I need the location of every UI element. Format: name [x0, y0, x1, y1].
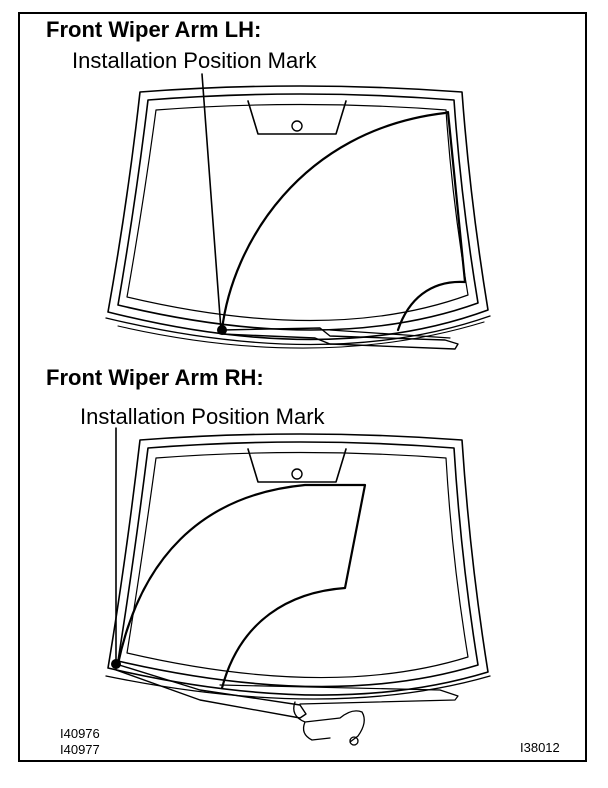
wiped-area-lh — [220, 110, 467, 332]
cowl-lh — [105, 315, 491, 346]
wiper-blade-rh — [219, 684, 459, 705]
installation-mark-rh — [111, 659, 121, 669]
figure-code-1: I40976 — [60, 726, 100, 741]
wiped-area-rh — [116, 483, 367, 690]
mirror-mount-lh — [247, 100, 347, 135]
mirror-button-lh — [291, 120, 303, 132]
mark-pointer-lh — [201, 73, 222, 331]
wiper-arm-lh-body — [221, 327, 459, 350]
figure-id: I38012 — [520, 740, 560, 755]
windshield-lh-glass-edge — [117, 93, 479, 331]
lh-mark-label: Installation Position Mark — [72, 48, 317, 73]
wiper-blade-lh — [329, 329, 451, 339]
installation-mark-lh — [217, 325, 227, 335]
figure-frame — [18, 12, 587, 762]
wiper-pivot-rh — [349, 736, 359, 746]
windshield-lh-inner-edge — [126, 103, 469, 322]
cowl-rh — [105, 675, 491, 700]
windshield-rh-outer-edge — [107, 433, 489, 696]
windshield-lh — [105, 85, 491, 349]
wiper-arm-rh-body — [115, 663, 307, 719]
wiper-linkage-rh — [293, 701, 365, 743]
rh-title: Front Wiper Arm RH: — [46, 365, 264, 390]
windshield-rh — [105, 433, 491, 700]
cowl-lh-lower — [117, 321, 485, 349]
rh-mark-label: Installation Position Mark — [80, 404, 325, 429]
mirror-button-rh — [291, 468, 303, 480]
windshield-lh-outer-edge — [107, 85, 489, 341]
mirror-mount-rh — [247, 448, 347, 483]
lh-title: Front Wiper Arm LH: — [46, 17, 262, 42]
wiper-arm-rh — [115, 663, 459, 746]
wiper-arm-lh — [221, 327, 459, 350]
windshield-rh-glass-edge — [117, 441, 479, 688]
figure-code-2: I40977 — [60, 742, 100, 757]
